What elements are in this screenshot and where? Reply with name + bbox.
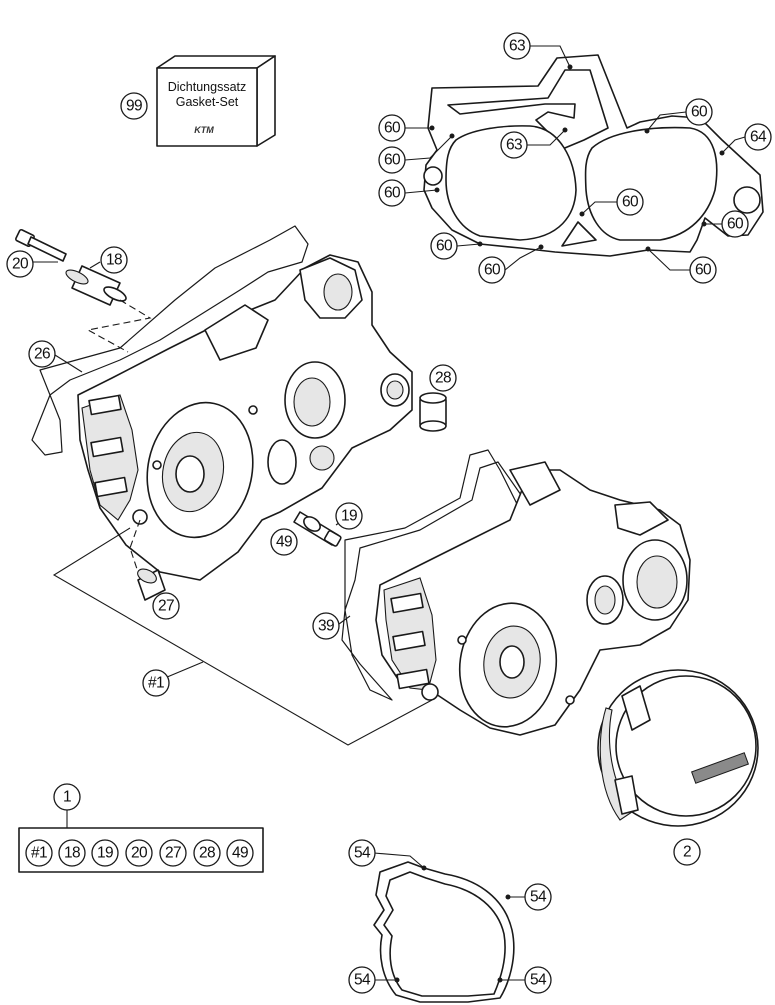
kit-item-28[interactable]: 28 [193, 839, 221, 867]
kit-item-18[interactable]: 18 [58, 839, 86, 867]
svg-text:18: 18 [106, 252, 122, 269]
svg-text:#1: #1 [148, 675, 164, 692]
svg-text:99: 99 [126, 98, 142, 115]
svg-text:27: 27 [165, 845, 181, 862]
callout-60[interactable]: 60 [378, 179, 406, 207]
callout-64[interactable]: 64 [744, 123, 772, 151]
callout-60[interactable]: 60 [616, 188, 644, 216]
svg-text:60: 60 [691, 104, 708, 121]
svg-text:60: 60 [484, 262, 501, 279]
callout-assembly-1[interactable]: #1 [142, 669, 170, 697]
svg-text:49: 49 [232, 845, 248, 862]
gasket-set-box: Dichtungssatz Gasket-Set KTM [156, 55, 276, 147]
kit-item-20[interactable]: 20 [125, 839, 153, 867]
svg-text:60: 60 [727, 216, 744, 233]
svg-text:60: 60 [695, 262, 712, 279]
gasket-set-label-en: Gasket-Set [176, 95, 239, 109]
svg-text:27: 27 [158, 598, 174, 615]
callout-60[interactable]: 60 [378, 146, 406, 174]
gasket-leaders [404, 45, 746, 271]
kit-item-19[interactable]: 19 [91, 839, 119, 867]
gasket-set-label-de: Dichtungssatz [168, 80, 247, 94]
callout-2[interactable]: 2 [673, 838, 701, 866]
callout-54[interactable]: 54 [348, 839, 376, 867]
svg-text:28: 28 [435, 370, 451, 387]
svg-text:1: 1 [63, 789, 71, 806]
callout-63-middle[interactable]: 63 [500, 131, 528, 159]
callout-54[interactable]: 54 [524, 883, 552, 911]
crankcase-gasket-upper [423, 54, 764, 257]
svg-text:19: 19 [341, 508, 357, 525]
ignition-cover-gasket [373, 861, 515, 1003]
dowel-sleeve-part-18 [65, 265, 127, 306]
bearing-sleeve-part-28 [419, 392, 447, 432]
callout-1[interactable]: 1 [53, 783, 81, 811]
crankcase-gasket-left [31, 225, 309, 456]
callout-49[interactable]: 49 [270, 528, 298, 556]
svg-text:39: 39 [318, 618, 334, 635]
callout-99[interactable]: 99 [120, 92, 148, 120]
dowel-part-27 [137, 568, 166, 601]
svg-text:18: 18 [64, 845, 80, 862]
callout-39[interactable]: 39 [312, 612, 340, 640]
svg-text:64: 64 [750, 129, 767, 146]
svg-text:54: 54 [530, 972, 547, 989]
callout-20[interactable]: 20 [6, 250, 34, 278]
callout-18[interactable]: 18 [100, 246, 128, 274]
svg-text:2: 2 [683, 844, 691, 861]
callout-60[interactable]: 60 [689, 256, 717, 284]
svg-text:60: 60 [622, 194, 639, 211]
kit-item-assembly-1[interactable]: #1 [25, 839, 53, 867]
screw-part-20 [15, 228, 67, 262]
svg-text:54: 54 [354, 845, 371, 862]
svg-text:#1: #1 [31, 845, 47, 862]
callout-60[interactable]: 60 [478, 256, 506, 284]
svg-text:54: 54 [354, 972, 371, 989]
svg-text:60: 60 [384, 120, 401, 137]
callout-27[interactable]: 27 [152, 592, 180, 620]
svg-text:63: 63 [506, 137, 522, 154]
svg-text:54: 54 [530, 889, 547, 906]
callout-54[interactable]: 54 [348, 966, 376, 994]
svg-text:60: 60 [384, 185, 401, 202]
ktm-logo: KTM [194, 125, 214, 135]
right-crankcase-half [375, 461, 691, 736]
svg-text:60: 60 [436, 238, 453, 255]
callout-60[interactable]: 60 [721, 210, 749, 238]
svg-text:20: 20 [12, 256, 29, 273]
svg-text:60: 60 [384, 152, 401, 169]
kit-item-27[interactable]: 27 [159, 839, 187, 867]
callout-26[interactable]: 26 [28, 340, 56, 368]
kit-item-49[interactable]: 49 [226, 839, 254, 867]
callout-60[interactable]: 60 [685, 98, 713, 126]
svg-text:20: 20 [131, 845, 148, 862]
callout-19[interactable]: 19 [335, 502, 363, 530]
svg-text:49: 49 [276, 534, 292, 551]
washer-part-49 [303, 516, 321, 532]
callout-60[interactable]: 60 [378, 114, 406, 142]
svg-text:26: 26 [34, 346, 50, 363]
assembly-bracket [52, 527, 433, 746]
callout-63-top[interactable]: 63 [503, 32, 531, 60]
ignition-cover-part-2 [597, 669, 759, 827]
callout-60[interactable]: 60 [430, 232, 458, 260]
svg-text:28: 28 [199, 845, 215, 862]
svg-text:63: 63 [509, 38, 525, 55]
left-crankcase-half [77, 254, 413, 581]
callout-54[interactable]: 54 [524, 966, 552, 994]
crankcase-gasket-right [341, 449, 529, 701]
callout-28[interactable]: 28 [429, 364, 457, 392]
svg-text:19: 19 [97, 845, 113, 862]
